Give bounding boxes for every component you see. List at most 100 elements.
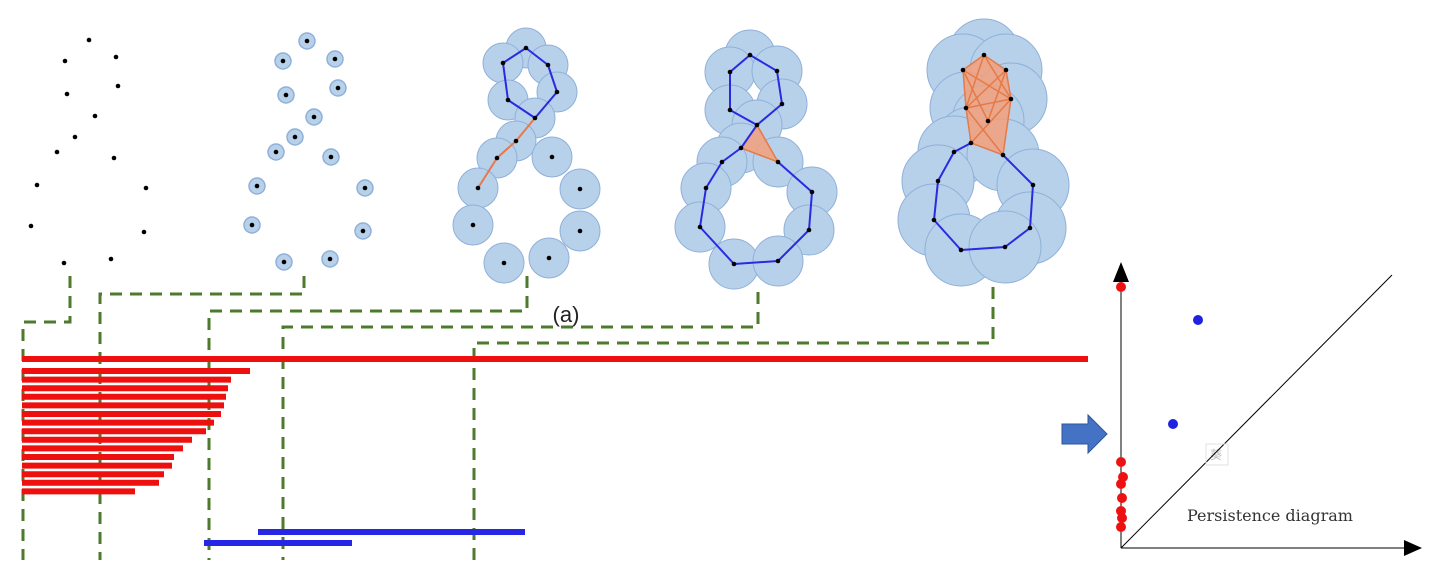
dashed-guide: [281, 292, 760, 560]
point: [113, 54, 119, 60]
point: [1030, 182, 1036, 188]
dashed-guide: [207, 276, 529, 560]
point: [1003, 67, 1009, 73]
edge: [502, 47, 527, 64]
point: [731, 261, 737, 267]
edge: [740, 124, 758, 149]
edge: [547, 64, 558, 93]
point: [754, 122, 760, 128]
edge: [496, 140, 517, 159]
edge: [953, 142, 972, 153]
point: [292, 134, 298, 140]
point: [335, 85, 341, 91]
point: [500, 60, 506, 66]
y-axis-arrowhead: [1113, 262, 1129, 282]
edge: [515, 117, 536, 142]
simplex-edge: [983, 54, 1012, 100]
edge: [733, 260, 779, 265]
point: [92, 113, 98, 119]
point: [931, 217, 937, 223]
edge: [776, 70, 783, 105]
edge: [534, 91, 558, 119]
point-cloud-panel: [28, 37, 149, 266]
h0-point: [1116, 457, 1126, 467]
point: [72, 134, 78, 140]
edge: [507, 99, 536, 119]
point: [779, 101, 785, 107]
point: [362, 185, 368, 191]
simplex-edge: [987, 69, 1007, 122]
point: [523, 45, 529, 51]
point: [360, 228, 366, 234]
point: [577, 228, 583, 234]
point: [327, 256, 333, 262]
point: [727, 69, 733, 75]
point: [577, 186, 583, 192]
point: [280, 58, 286, 64]
point: [775, 258, 781, 264]
point: [738, 145, 744, 151]
edge: [933, 180, 939, 221]
point: [61, 260, 67, 266]
filtration-stage-large-balls: [897, 18, 1070, 287]
point: [108, 256, 114, 262]
simplex-edge: [962, 69, 1012, 100]
point: [774, 68, 780, 74]
edge: [933, 219, 962, 251]
edge: [777, 229, 810, 262]
watermark-box: [1205, 443, 1229, 466]
filtration-stage-small-balls: [452, 27, 601, 284]
simplex-edge: [965, 107, 1004, 156]
point: [809, 189, 815, 195]
point: [141, 229, 147, 235]
h0-point: [1117, 513, 1127, 523]
edge: [699, 187, 707, 228]
edge: [777, 161, 813, 193]
point: [532, 115, 538, 121]
persistence-barcode: [22, 356, 1088, 546]
edge: [729, 109, 758, 126]
point: [981, 52, 987, 58]
point: [513, 138, 519, 144]
point: [775, 159, 781, 165]
persistence-diagram: 葵 Persistence diagram: [1113, 262, 1422, 556]
point: [54, 149, 60, 155]
point: [554, 89, 560, 95]
point: [935, 178, 941, 184]
edge: [705, 161, 723, 189]
point: [546, 255, 552, 261]
point: [968, 140, 974, 146]
h1-point: [1168, 419, 1178, 429]
h1-point: [1193, 315, 1203, 325]
h0-point: [1116, 479, 1126, 489]
point: [34, 182, 40, 188]
point: [470, 222, 476, 228]
persistence-diagram-title: Persistence diagram: [1187, 506, 1353, 525]
point: [311, 114, 317, 120]
point: [697, 224, 703, 230]
point: [115, 83, 121, 89]
point: [747, 52, 753, 58]
dashed-guide: [472, 287, 995, 560]
edge: [808, 191, 813, 231]
point: [273, 149, 279, 155]
edge: [477, 157, 498, 189]
simplex-edge: [965, 69, 1007, 109]
point: [960, 67, 966, 73]
point: [1027, 225, 1033, 231]
pd-watermark-glyph: 葵: [1210, 448, 1222, 462]
edge: [525, 47, 549, 66]
figure-caption: (a): [553, 302, 580, 327]
point: [1000, 152, 1006, 158]
point: [719, 159, 725, 165]
point: [62, 58, 68, 64]
point: [494, 155, 500, 161]
edge: [502, 62, 509, 101]
edge: [1004, 227, 1031, 248]
simplex-edge: [962, 69, 989, 122]
point: [1002, 244, 1008, 250]
point: [806, 227, 812, 233]
point: [143, 185, 149, 191]
point: [328, 154, 334, 160]
